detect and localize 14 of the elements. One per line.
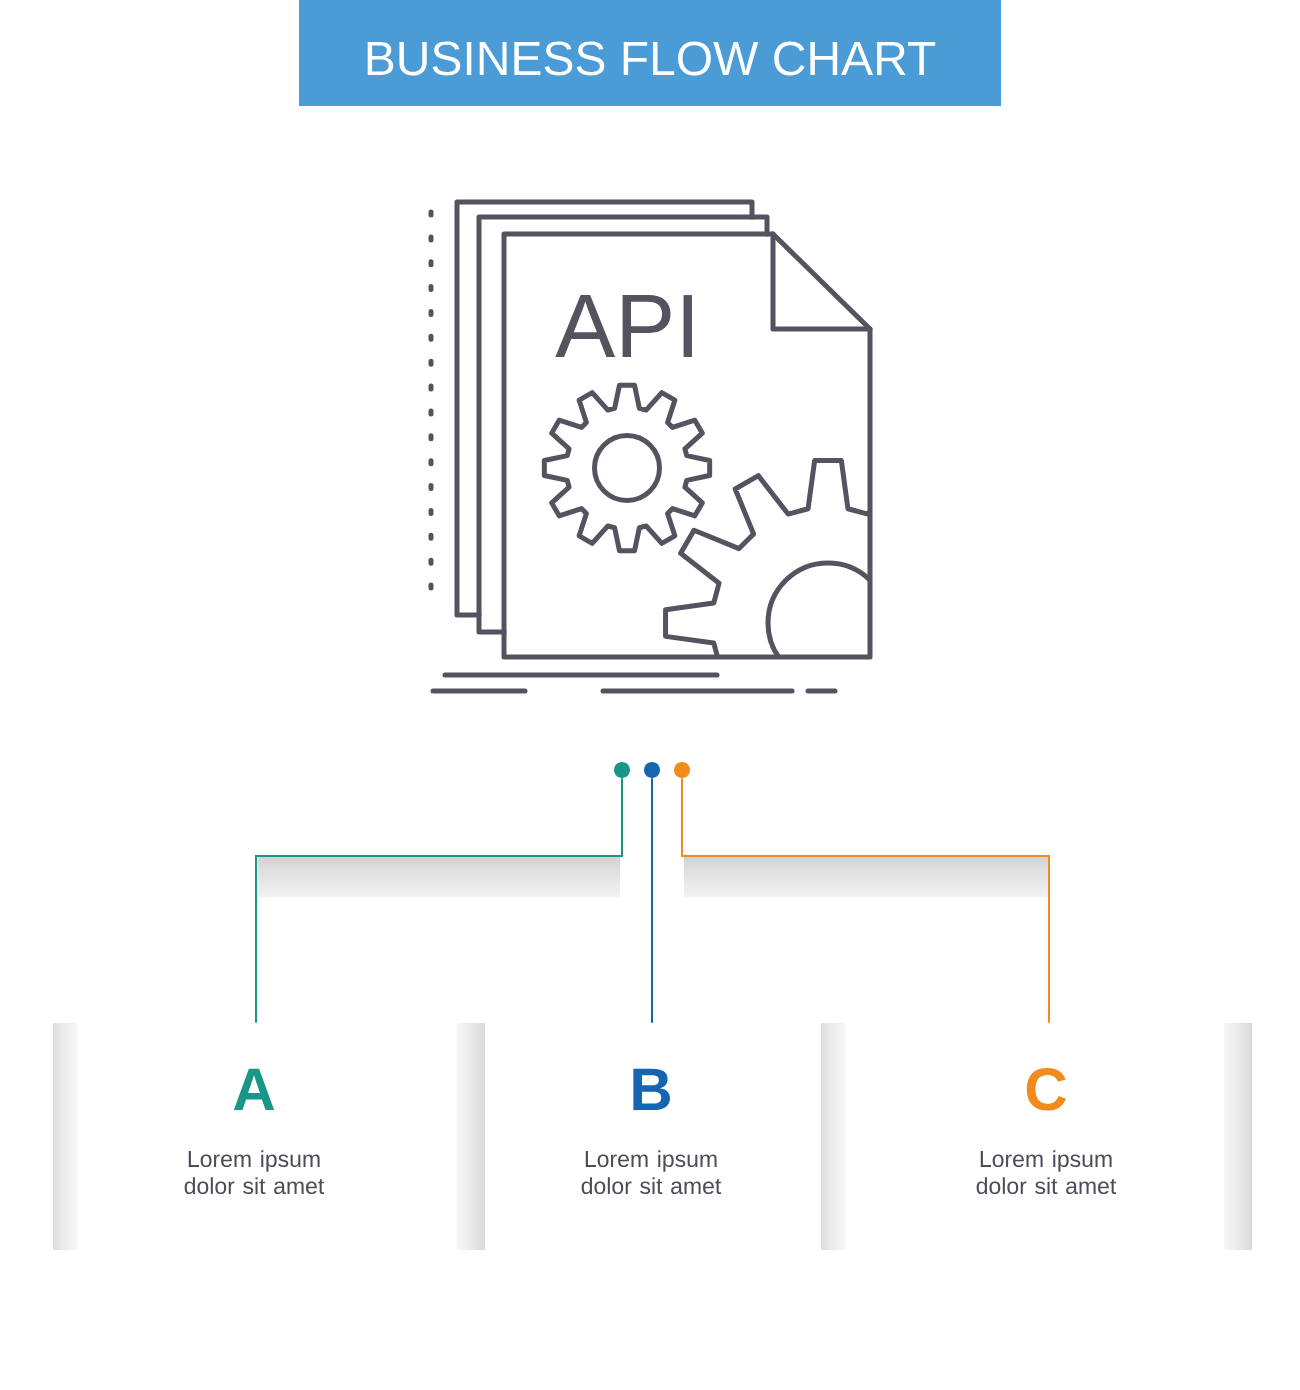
connector-line xyxy=(255,777,623,1024)
description-text: Lorem ipsum dolor sit amet xyxy=(184,1150,325,1195)
connector-dot xyxy=(614,762,630,778)
step-letter: A xyxy=(233,1068,275,1110)
description-text: Lorem ipsum dolor sit amet xyxy=(976,1150,1117,1195)
description-text: Lorem ipsum dolor sit amet xyxy=(581,1150,722,1195)
step-letter: C xyxy=(1026,1068,1066,1111)
connector-dot xyxy=(674,762,690,778)
connector-line xyxy=(651,777,653,1024)
api-label: API xyxy=(555,295,692,357)
step-letter: B xyxy=(633,1068,670,1110)
title-banner: BUSINESS FLOW CHART xyxy=(299,0,1001,106)
connector-line xyxy=(681,777,1050,1024)
connector-dot xyxy=(644,762,660,778)
